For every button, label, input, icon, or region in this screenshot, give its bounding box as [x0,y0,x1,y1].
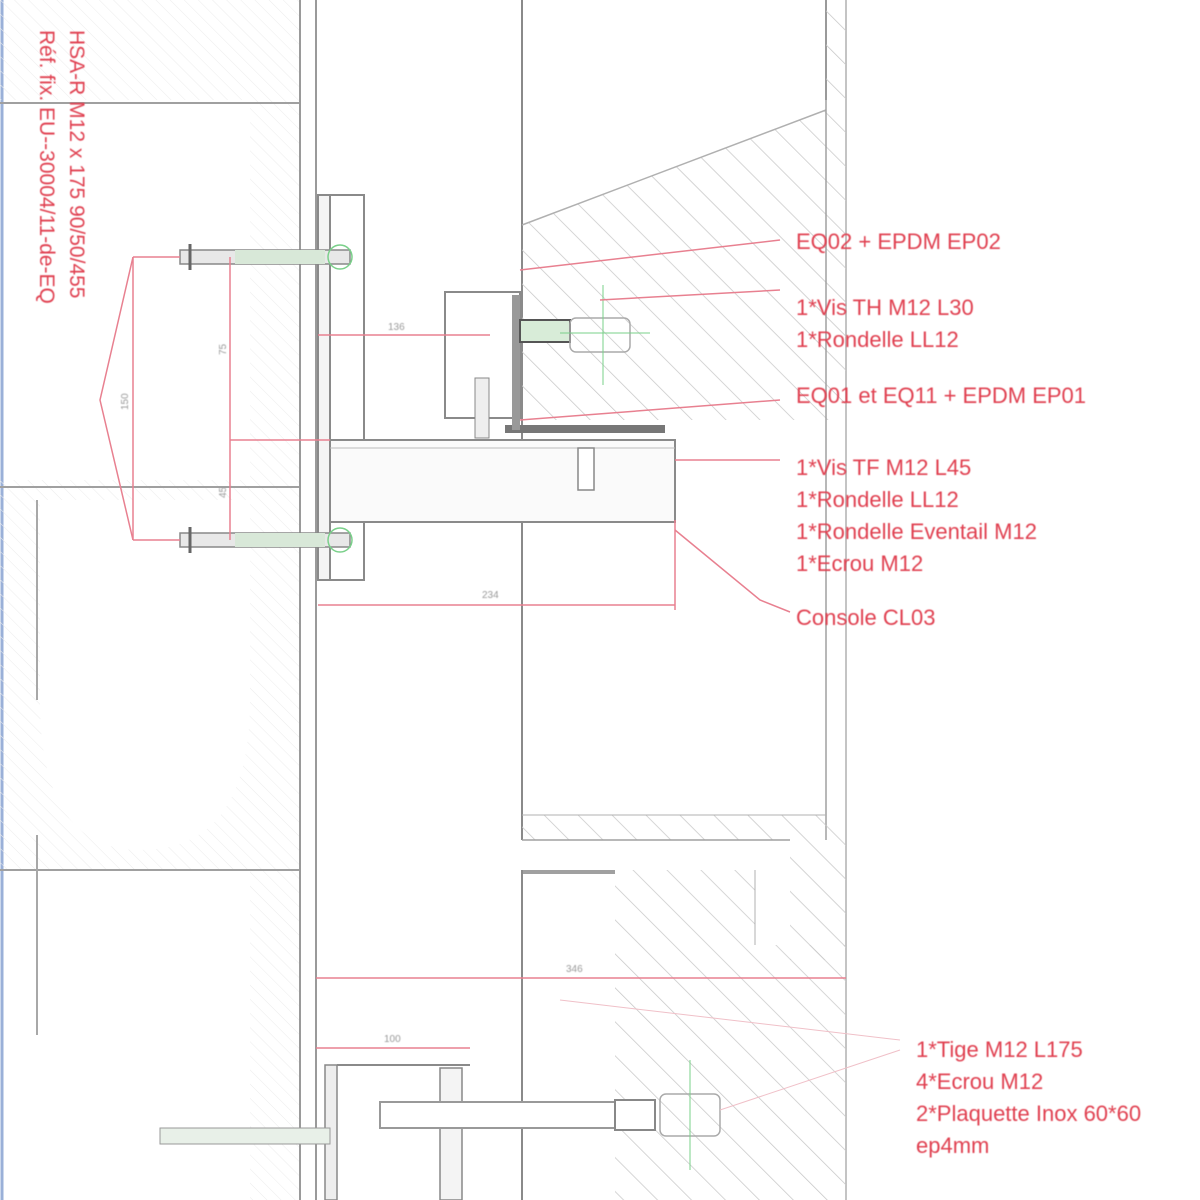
lower-assembly [159,977,901,1200]
dimension-lines-upper [99,239,791,613]
annotation-eq02: EQ02 + EPDM EP02 [796,229,1001,254]
anchor-bottom [179,527,353,553]
dim-bottom-overall: 346 [566,964,583,975]
anchor-spec-label: HSA-R M12 x 175 90/50/455 [65,30,88,299]
annotation-vis-th: 1*Vis TH M12 L30 1*Rondelle LL12 [796,295,974,352]
dim-bottom-plate: 100 [384,1034,401,1045]
anchor-ref-label: Réf. fix. EU--30004/11-de-EQ [35,30,58,304]
annotation-tige: 1*Tige M12 L175 4*Ecrou M12 2*Plaquette … [916,1037,1142,1158]
annotation-eq01: EQ01 et EQ11 + EPDM EP01 [796,383,1087,408]
console-cl03 [329,439,676,523]
support-angle [505,425,665,433]
dim-bracket-height: 150 [120,393,131,410]
dim-bracket-inner: 75 [218,343,229,355]
annotation-console: Console CL03 [796,605,936,630]
stone-panel-upper [522,110,826,420]
dim-console-length: 234 [482,590,499,601]
annotation-vis-tf: 1*Vis TF M12 L45 1*Rondelle LL12 1*Ronde… [796,455,1037,576]
masonry-block-top [0,0,300,100]
dim-top-offset: 136 [388,322,405,333]
dim-bracket-offset: 45 [218,486,229,498]
